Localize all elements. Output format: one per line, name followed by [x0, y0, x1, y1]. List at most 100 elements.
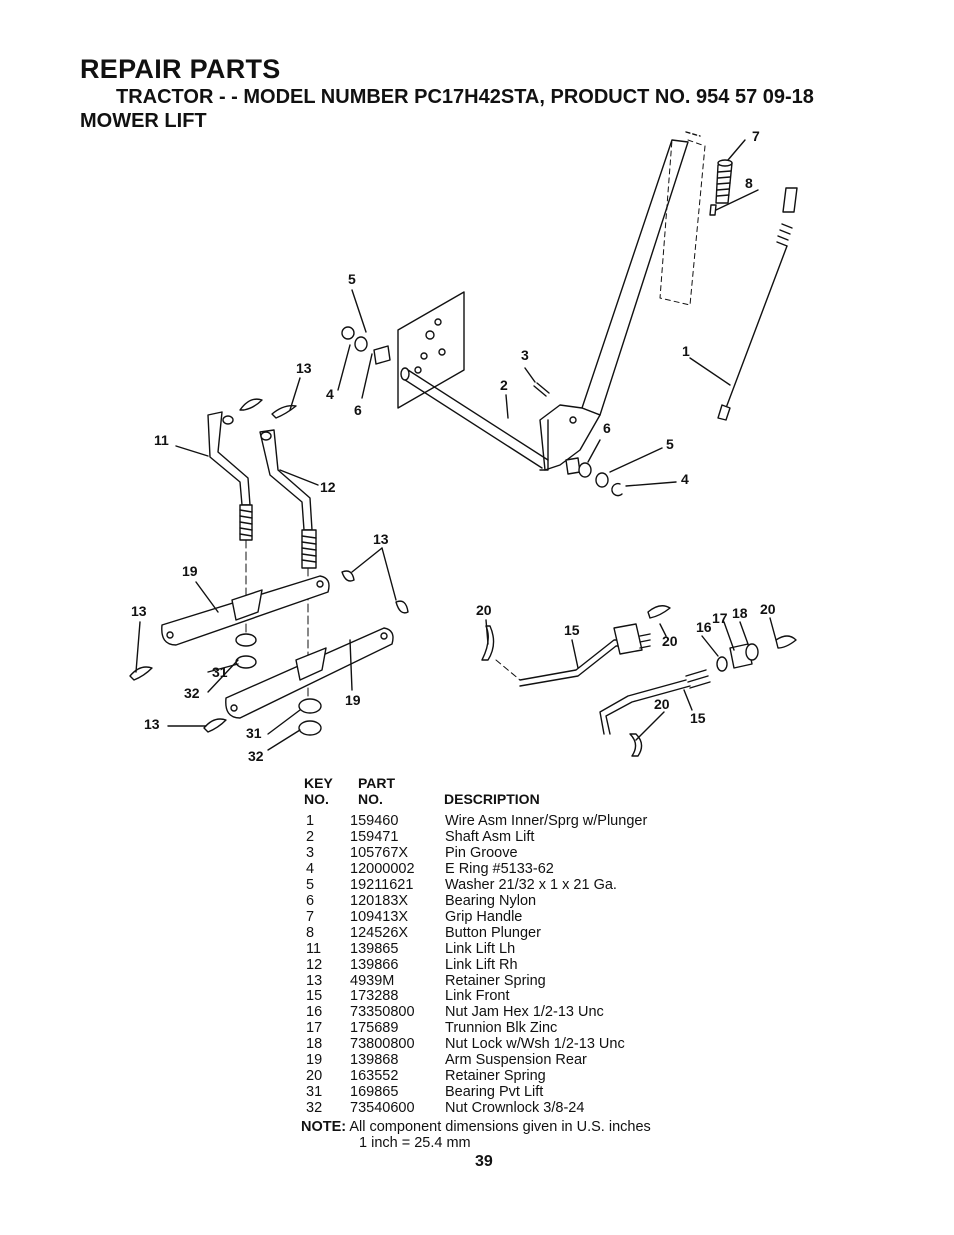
description-cell: Button Plunger [445, 924, 541, 941]
key-cell: 32 [306, 1100, 323, 1117]
callout-label: 31 [212, 664, 228, 680]
key-cell: 5 [306, 876, 315, 893]
description-cell: Bearing Nylon [445, 892, 537, 909]
part-number-cell: 173288 [350, 988, 399, 1005]
table-row: 17 175689 Trunnion Blk Zinc [304, 1020, 724, 1036]
table-row: 5 19211621 Washer 21/32 x 1 x 21 Ga. [304, 877, 724, 893]
description-cell: Retainer Spring [445, 1068, 546, 1085]
part-number-cell: 105767X [350, 844, 409, 861]
part-number-cell: 73350800 [350, 1004, 415, 1021]
note: NOTE: All component dimensions given in … [301, 1119, 651, 1151]
table-row: 8 124526X Button Plunger [304, 925, 724, 941]
part-number-cell: 175689 [350, 1020, 399, 1037]
part-number-cell: 163552 [350, 1068, 399, 1085]
table-row: 3 105767X Pin Groove [304, 845, 724, 861]
arm-suspension-rear-lower [225, 627, 394, 719]
callout-label: 11 [154, 432, 169, 448]
key-cell: 18 [306, 1036, 323, 1053]
note-label: NOTE: [301, 1119, 347, 1135]
part-number-cell: 19211621 [350, 876, 414, 893]
key-cell: 8 [306, 924, 315, 941]
model-subtitle: TRACTOR - - MODEL NUMBER PC17H42STA, PRO… [116, 86, 814, 108]
description-cell: Nut Jam Hex 1/2-13 Unc [445, 1004, 604, 1021]
callout-label: 1 [682, 343, 690, 359]
key-cell: 17 [306, 1020, 323, 1037]
col-key-header-1: KEY [304, 775, 333, 791]
callout-label: 6 [354, 402, 362, 418]
callout-label: 4 [326, 386, 334, 402]
part-number-cell: 109413X [350, 908, 409, 925]
callout-label: 19 [182, 563, 198, 579]
description-cell: Link Lift Rh [445, 956, 518, 973]
arm-suspension-rear-upper [161, 575, 330, 646]
section-title: MOWER LIFT [80, 110, 207, 132]
description-cell: Bearing Pvt Lift [445, 1084, 544, 1101]
key-cell: 1 [306, 813, 315, 829]
callout-label: 20 [476, 602, 492, 618]
part-number-cell: 169865 [350, 1084, 399, 1101]
table-row: 16 73350800 Nut Jam Hex 1/2-13 Unc [304, 1004, 724, 1020]
link-front-lower [599, 669, 711, 735]
key-cell: 16 [306, 1004, 323, 1021]
col-desc-header: DESCRIPTION [444, 791, 540, 807]
callout-label: 13 [373, 531, 389, 547]
part-number-cell: 124526X [350, 924, 409, 941]
note-line-1: All component dimensions given in U.S. i… [349, 1119, 651, 1135]
description-cell: Grip Handle [445, 908, 523, 925]
mounting-plate [397, 291, 465, 409]
description-cell: E Ring #5133-62 [445, 860, 554, 877]
description-cell: Arm Suspension Rear [445, 1052, 587, 1069]
description-cell: Pin Groove [445, 844, 518, 861]
link-lift-lh [207, 411, 253, 541]
note-line-2: 1 inch = 25.4 mm [359, 1135, 471, 1151]
part-number-cell: 159471 [350, 828, 399, 845]
callout-label: 31 [246, 725, 262, 741]
part-number-cell: 139865 [350, 940, 399, 957]
page-title: REPAIR PARTS [80, 54, 281, 84]
col-part-header-2: NO. [358, 791, 383, 807]
table-row: 4 12000002 E Ring #5133-62 [304, 861, 724, 877]
key-cell: 4 [306, 860, 315, 877]
part-number-cell: 120183X [350, 892, 409, 909]
callout-label: 20 [654, 696, 670, 712]
link-lift-rh [259, 429, 317, 569]
page-number: 39 [475, 1153, 493, 1170]
part-number-cell: 12000002 [350, 860, 415, 877]
table-row: 12 139866 Link Lift Rh [304, 957, 724, 973]
part-number-cell: 139866 [350, 956, 399, 973]
callout-label: 12 [320, 479, 336, 495]
callout-label: 13 [131, 603, 147, 619]
description-cell: Shaft Asm Lift [445, 828, 535, 845]
callout-label: 32 [184, 685, 200, 701]
col-part-header-1: PART [358, 775, 396, 791]
lift-shaft [400, 367, 549, 469]
description-cell: Retainer Spring [445, 972, 546, 989]
callout-label: 5 [666, 436, 674, 452]
wire-asm [717, 187, 798, 421]
callout-label: 20 [760, 601, 776, 617]
key-cell: 13 [306, 972, 323, 989]
part-number-cell: 73800800 [350, 1036, 415, 1053]
col-key-header-2: NO. [304, 791, 329, 807]
callout-label: 15 [690, 710, 706, 726]
description-cell: Washer 21/32 x 1 x 21 Ga. [445, 876, 617, 893]
description-cell: Link Lift Lh [445, 940, 516, 957]
part-number-cell: 139868 [350, 1052, 399, 1069]
callout-label: 13 [296, 360, 312, 376]
description-cell: Trunnion Blk Zinc [445, 1020, 558, 1037]
description-cell: Link Front [445, 988, 510, 1005]
key-cell: 12 [306, 956, 323, 973]
key-cell: 3 [306, 844, 315, 861]
key-cell: 6 [306, 892, 315, 909]
part-number-cell: 73540600 [350, 1100, 415, 1117]
callout-label: 5 [348, 271, 356, 287]
description-cell: Wire Asm Inner/Sprg w/Plunger [445, 813, 648, 829]
